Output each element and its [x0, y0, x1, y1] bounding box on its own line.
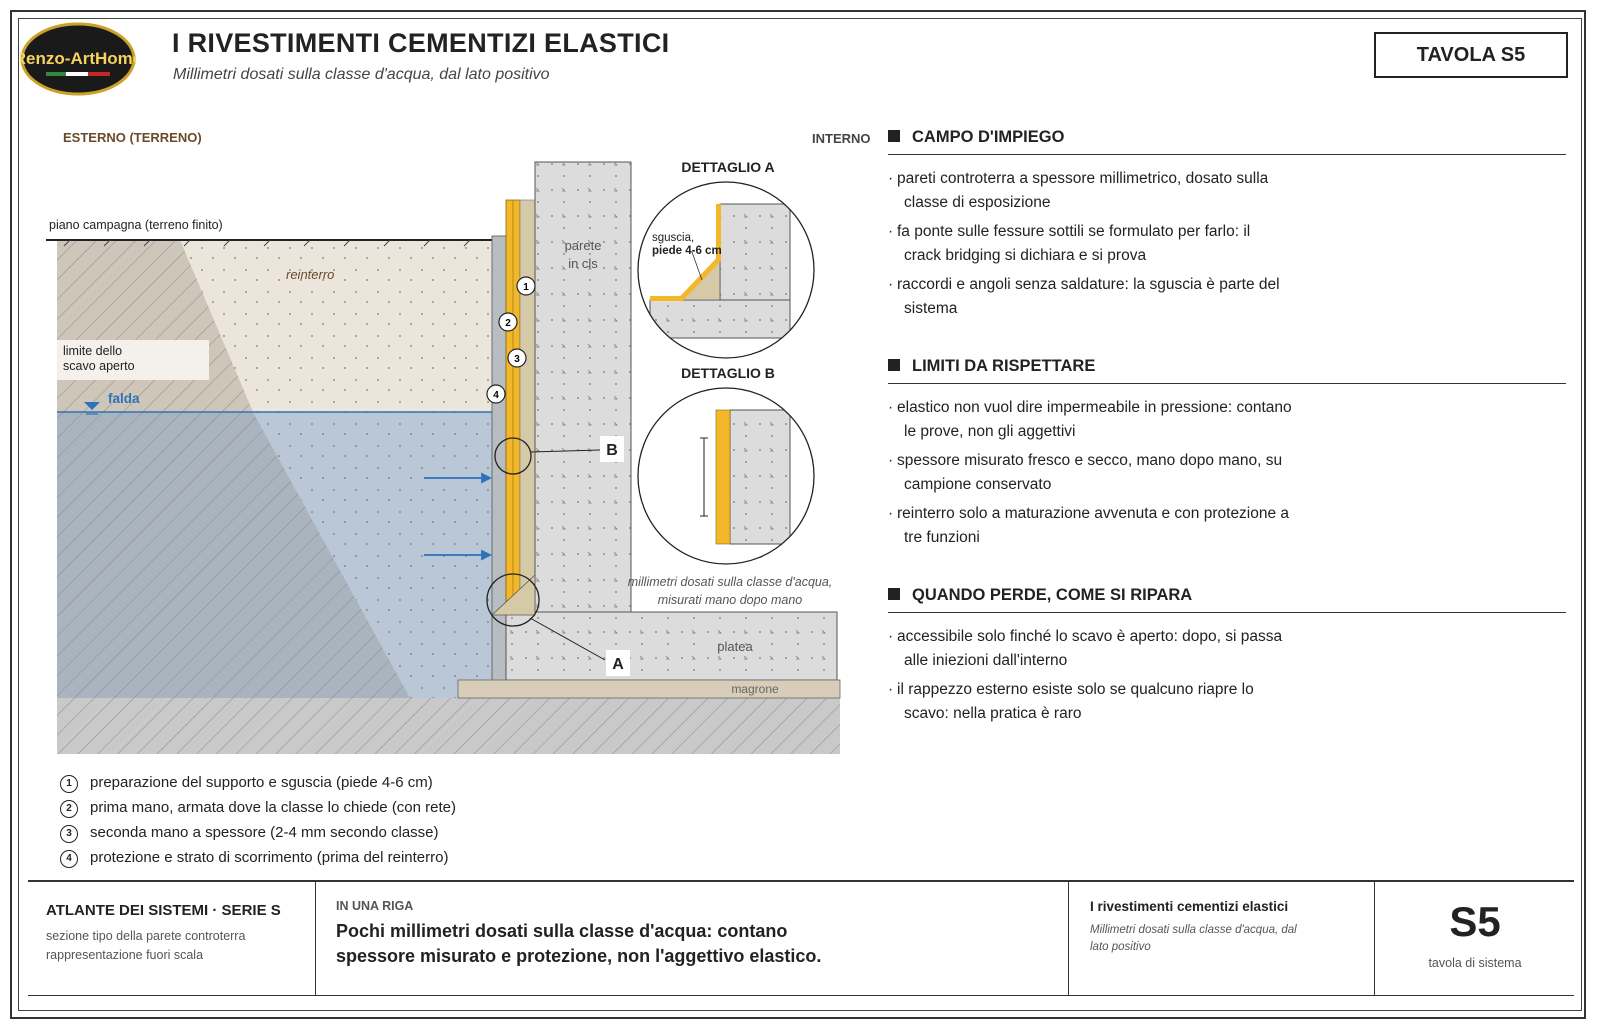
- footer-ref-line2: lato positivo: [1090, 941, 1151, 953]
- label-parete-2: in cls: [568, 256, 598, 271]
- sguscia-label-1: sguscia,: [652, 232, 694, 244]
- section-heading-campo: CAMPO D'IMPIEGO: [888, 128, 1064, 147]
- label-reinterro: reinterro: [286, 267, 334, 282]
- bullet-campo-1: ·pareti controterra a spessore millimetr…: [888, 170, 1269, 211]
- section-heading-ripara: QUANDO PERDE, COME SI RIPARA: [888, 586, 1192, 605]
- tavola-badge: TAVOLA S5: [1374, 32, 1568, 78]
- bullet-campo-3: ·raccordi e angoli senza saldature: la s…: [888, 276, 1280, 317]
- dettaglio-b-title: DETTAGLIO B: [681, 365, 775, 381]
- section-rule: [888, 612, 1566, 613]
- sguscia-label-2: piede 4-6 cm: [652, 245, 722, 257]
- dettaglio-b-circle: [637, 387, 815, 565]
- bullet-limiti-3: ·reinterro solo a maturazione avvenuta e…: [888, 505, 1290, 546]
- outer-frame: [10, 10, 1586, 1019]
- section-heading-limiti: LIMITI DA RISPETTARE: [888, 357, 1095, 376]
- label-parete-1: parete: [565, 238, 602, 253]
- footer-code-caption: tavola di sistema: [1428, 956, 1522, 970]
- callout-b: B: [606, 442, 618, 459]
- page-subtitle: Millimetri dosati sulla classe d'acqua, …: [173, 66, 550, 83]
- magrone-layer: [457, 679, 841, 699]
- label-limite-2: scavo aperto: [63, 359, 135, 373]
- layer-markers: 1 2 3 4: [486, 276, 536, 404]
- footer-riga-text-1: Pochi millimetri dosati sulla classe d'a…: [336, 921, 788, 941]
- marker-3: 3: [514, 354, 520, 365]
- label-falda: falda: [108, 391, 140, 406]
- bullet-ripara-2: ·il rappezzo esterno esiste solo se qual…: [888, 681, 1254, 722]
- marker-2: 2: [505, 318, 511, 329]
- marker-4: 4: [493, 390, 499, 401]
- label-interno: INTERNO: [812, 131, 871, 146]
- bullet-campo-2: ·fa ponte sulle fessure sottili se formu…: [888, 223, 1251, 264]
- footer-top-rule: [28, 880, 1574, 882]
- renzo-arthome-logo: Renzo-ArtHome: [20, 22, 136, 96]
- footer-divider: [1068, 881, 1069, 995]
- note-line-2: misurati mano dopo mano: [658, 593, 803, 607]
- label-limite-1: limite dello: [63, 344, 122, 358]
- marker-1: 1: [523, 282, 529, 293]
- footer-riga-text-2: spessore misurato e protezione, non l'ag…: [336, 946, 822, 966]
- bullet-limiti-1: ·elastico non vuol dire impermeabile in …: [888, 399, 1292, 440]
- svg-text:Renzo-ArtHome: Renzo-ArtHome: [20, 49, 136, 68]
- footer-divider: [315, 881, 316, 995]
- inner-frame: [18, 18, 1582, 1011]
- footer-bottom-rule: [28, 995, 1574, 996]
- dettaglio-a-title: DETTAGLIO A: [681, 159, 774, 175]
- footer-series-line1: sezione tipo della parete controterra: [46, 929, 246, 943]
- bullet-ripara-1: ·accessibile solo finché lo scavo è aper…: [888, 628, 1283, 669]
- label-piano-campagna: piano campagna (terreno finito): [49, 218, 223, 232]
- limite-scavo-box: [57, 340, 209, 380]
- footer-code: S5: [1449, 898, 1501, 945]
- page-title: I RIVESTIMENTI CEMENTIZI ELASTICI: [172, 28, 670, 58]
- callout-a: A: [612, 656, 624, 673]
- label-esterno: ESTERNO (TERRENO): [63, 130, 202, 145]
- section-rule: [888, 154, 1566, 155]
- note-line-1: millimetri dosati sulla classe d'acqua,: [628, 575, 833, 589]
- label-platea: platea: [717, 639, 753, 654]
- footer-ref-line1: Millimetri dosati sulla classe d'acqua, …: [1090, 924, 1297, 936]
- footer-series-title: ATLANTE DEI SISTEMI · SERIE S: [46, 902, 281, 919]
- dettaglio-a-circle: [637, 181, 815, 359]
- footer-riga-label: IN UNA RIGA: [336, 899, 414, 913]
- footer-ref-title: I rivestimenti cementizi elastici: [1090, 899, 1289, 914]
- footer-divider: [1374, 881, 1375, 995]
- footer-series-line2: rappresentazione fuori scala: [46, 948, 204, 962]
- section-rule: [888, 383, 1566, 384]
- bullet-limiti-2: ·spessore misurato fresco e secco, mano …: [888, 452, 1283, 493]
- label-magrone: magrone: [731, 682, 779, 696]
